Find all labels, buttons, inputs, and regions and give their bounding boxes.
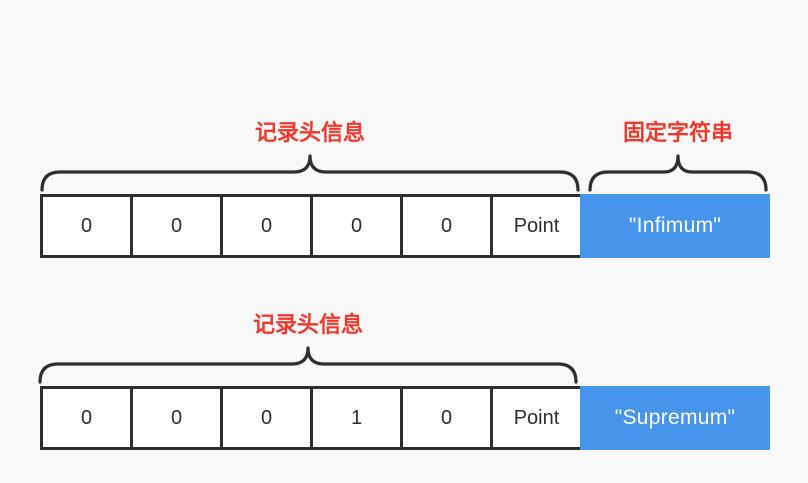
header-brace — [38, 346, 578, 384]
supremum-record-group: 记录头信息 0 0 0 1 0 Point "Supremum" — [0, 192, 808, 462]
record-row: 0 0 0 0 0 Point "Infimum" — [40, 194, 770, 258]
header-bit-cell: 0 — [310, 194, 403, 258]
fixed-string-brace — [588, 154, 768, 192]
header-bit-cell: 0 — [400, 386, 493, 450]
record-header-label: 记录头信息 — [254, 120, 366, 145]
infimum-record-group: 记录头信息 固定字符串 0 0 0 0 0 Point "Infimum" — [40, 120, 770, 258]
header-bit-cell: 0 — [40, 194, 133, 258]
record-header-label: 记录头信息 — [252, 312, 364, 337]
header-bit-cell: 0 — [130, 386, 223, 450]
header-bit-cell: 0 — [220, 194, 313, 258]
fixed-string-cell: "Supremum" — [580, 386, 770, 450]
record-row: 0 0 0 1 0 Point "Supremum" — [40, 386, 770, 450]
header-bit-cell: 0 — [40, 386, 133, 450]
fixed-string-label: 固定字符串 — [622, 120, 734, 145]
header-pointer-cell: Point — [490, 386, 583, 450]
header-brace — [40, 154, 580, 192]
header-bit-cell: 0 — [220, 386, 313, 450]
header-bit-cell: 1 — [310, 386, 403, 450]
fixed-string-cell: "Infimum" — [580, 194, 770, 258]
